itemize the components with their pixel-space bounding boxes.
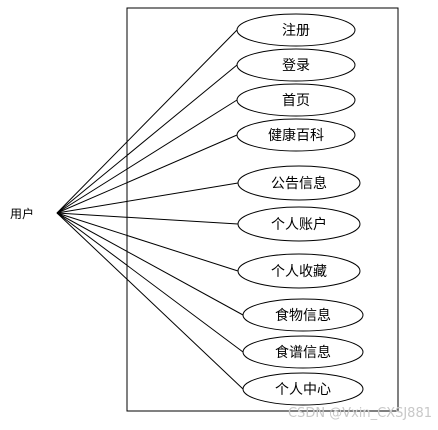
- use-case: 公告信息: [237, 165, 361, 201]
- use-case-ellipse: [237, 253, 361, 289]
- use-case: 个人收藏: [237, 253, 361, 289]
- watermark: CSDN @Vxin_CXSJ881: [288, 406, 432, 421]
- use-case: 个人账户: [237, 206, 361, 242]
- use-case-ellipse: [236, 118, 356, 152]
- use-case-ellipse: [237, 165, 361, 201]
- use-case-label: 个人中心: [275, 382, 331, 398]
- use-case-ellipse: [236, 13, 356, 47]
- use-case-label: 个人账户: [271, 216, 327, 233]
- use-case-ellipse: [242, 335, 364, 369]
- use-case-ellipse: [237, 206, 361, 242]
- association-line: [56, 64, 238, 214]
- use-case: 注册: [236, 13, 356, 47]
- use-case-ellipse: [242, 372, 364, 406]
- association-line: [56, 29, 238, 214]
- association-line: [56, 212, 239, 272]
- association-line: [56, 134, 238, 214]
- system-boundary: [126, 7, 399, 412]
- use-case: 登录: [236, 48, 356, 82]
- use-case: 食物信息: [242, 298, 364, 332]
- use-case-ellipse: [236, 83, 356, 117]
- use-case-label: 公告信息: [271, 175, 327, 192]
- use-case-ellipse: [242, 298, 364, 332]
- association-line: [56, 212, 244, 316]
- use-case: 食谱信息: [242, 335, 364, 369]
- use-case: 健康百科: [236, 118, 356, 152]
- use-case-label: 食谱信息: [275, 344, 331, 361]
- association-line: [56, 182, 239, 214]
- use-case-label: 食物信息: [275, 307, 331, 324]
- use-case-label: 首页: [282, 93, 310, 109]
- association-line: [56, 212, 244, 353]
- use-case-label: 登录: [282, 58, 310, 74]
- use-case-label: 个人收藏: [271, 264, 327, 280]
- association-line: [56, 99, 238, 214]
- use-case-label: 注册: [282, 23, 310, 39]
- association-lines: [56, 29, 244, 390]
- association-line: [56, 212, 239, 225]
- use-case: 首页: [236, 83, 356, 117]
- actor-label: 用户: [10, 206, 34, 221]
- use-case-label: 健康百科: [268, 127, 324, 144]
- use-case-ellipse: [236, 48, 356, 82]
- use-case: 个人中心: [242, 372, 364, 406]
- association-line: [56, 212, 244, 390]
